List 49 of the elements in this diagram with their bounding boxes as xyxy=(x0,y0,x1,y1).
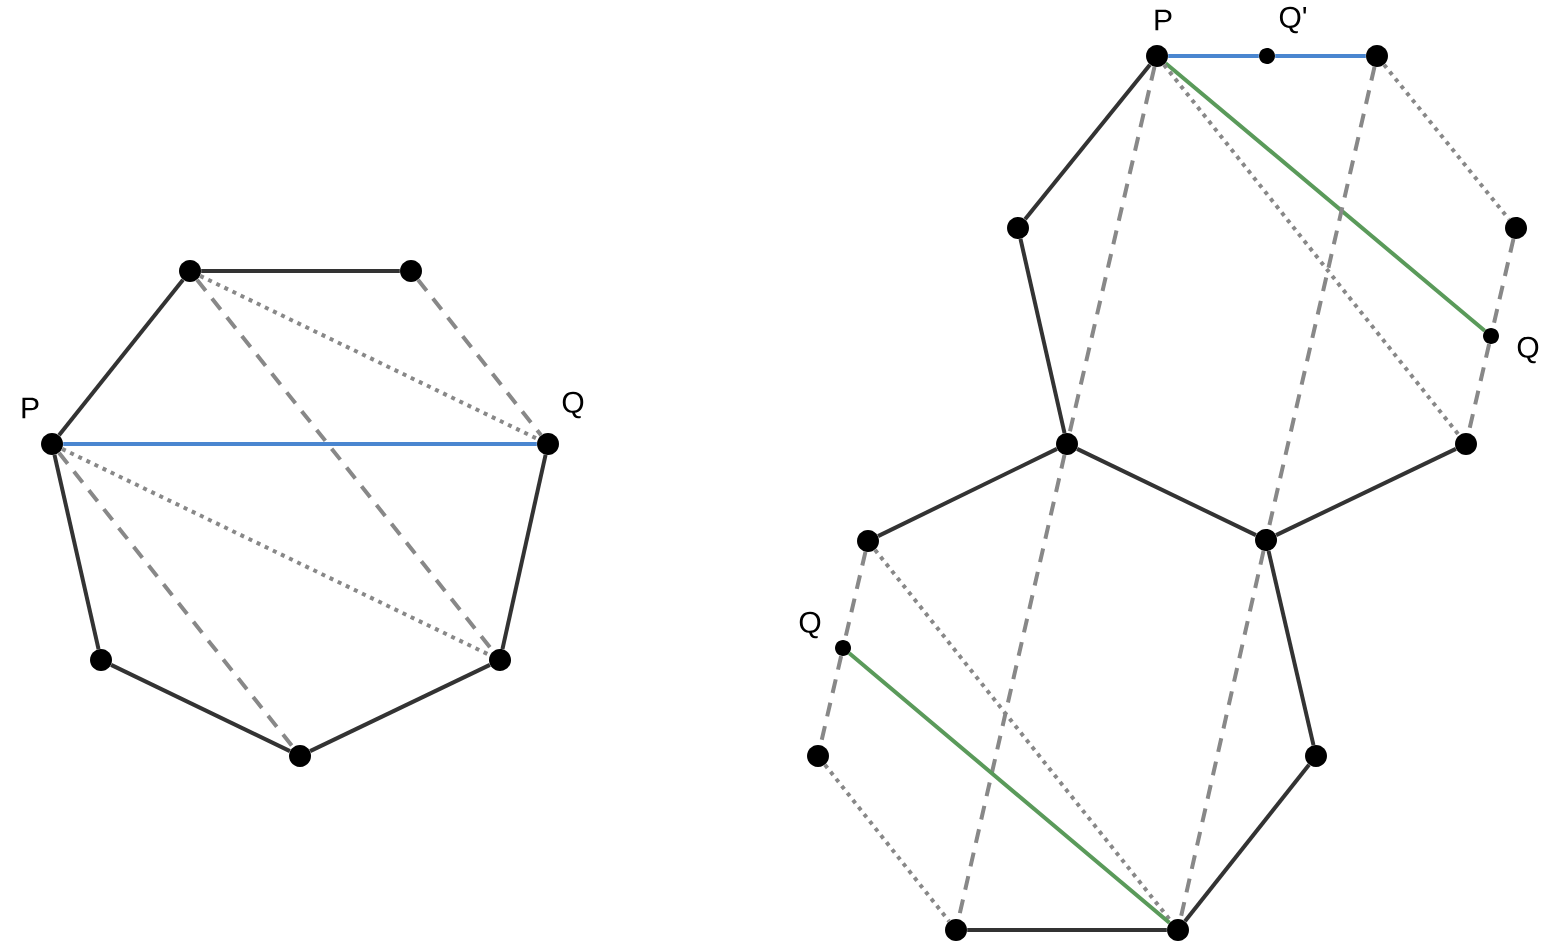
point-dot xyxy=(1305,745,1327,767)
line-segment xyxy=(52,454,101,650)
line-segment xyxy=(1076,447,1257,537)
point-dot xyxy=(1255,529,1277,551)
line-segment xyxy=(416,278,543,437)
point-dot xyxy=(90,649,112,671)
point-label: Q xyxy=(1517,336,1539,364)
line-segment xyxy=(1067,66,1157,434)
point-label: Q' xyxy=(1279,6,1307,34)
point-dot xyxy=(1056,433,1078,455)
line-segment xyxy=(199,274,539,441)
point-label: Q xyxy=(562,391,584,419)
line-segment xyxy=(63,442,537,446)
line-segment xyxy=(1382,63,1511,221)
line-segment xyxy=(1275,447,1457,537)
point-label: P xyxy=(1155,9,1172,31)
line-segment xyxy=(110,663,291,753)
line-segment xyxy=(1183,763,1311,923)
line-segment xyxy=(61,447,491,657)
line-segment xyxy=(201,269,400,273)
line-segment xyxy=(967,928,1167,932)
line-segment xyxy=(500,454,548,650)
line-segment xyxy=(1162,63,1461,437)
point-label: Q xyxy=(799,611,821,639)
point-dot xyxy=(807,745,829,767)
point-dot xyxy=(945,919,967,941)
line-segment xyxy=(848,651,1171,925)
point-dot xyxy=(1366,45,1388,67)
point-dot xyxy=(489,649,511,671)
point-label: P xyxy=(22,397,39,419)
line-segment xyxy=(309,663,491,753)
line-segment xyxy=(1168,54,1259,58)
line-segment xyxy=(823,763,951,923)
line-segment xyxy=(877,447,1058,538)
point-dot xyxy=(1455,433,1477,455)
line-segment xyxy=(1164,61,1486,333)
point-dot xyxy=(1505,217,1527,239)
point-dot xyxy=(1167,919,1189,941)
point-dot xyxy=(857,530,879,552)
line-segment xyxy=(1275,54,1366,58)
point-dot xyxy=(289,745,311,767)
line-segment xyxy=(57,451,295,749)
line-segment xyxy=(1018,238,1067,434)
point-dot xyxy=(179,260,201,282)
point-dot xyxy=(400,260,422,282)
line-segment xyxy=(57,278,185,437)
line-segment xyxy=(1023,63,1152,221)
point-dot xyxy=(1007,217,1029,239)
line-segment xyxy=(1266,550,1316,746)
